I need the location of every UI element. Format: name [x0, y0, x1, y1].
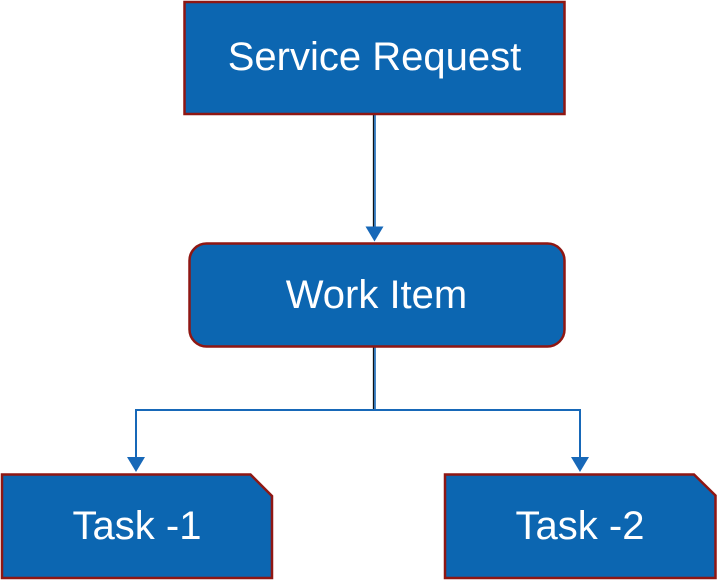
node-work-item	[188, 242, 566, 348]
arrowhead-down-icon	[571, 457, 589, 472]
node-task-1	[0, 473, 274, 580]
node-task-2	[443, 473, 717, 580]
connector-work-item-to-tasks	[127, 347, 589, 472]
arrowhead-down-icon	[365, 226, 384, 242]
connector-service-request-to-work-item	[365, 115, 384, 242]
node-service-request	[183, 0, 566, 116]
arrowhead-down-icon	[127, 457, 145, 472]
